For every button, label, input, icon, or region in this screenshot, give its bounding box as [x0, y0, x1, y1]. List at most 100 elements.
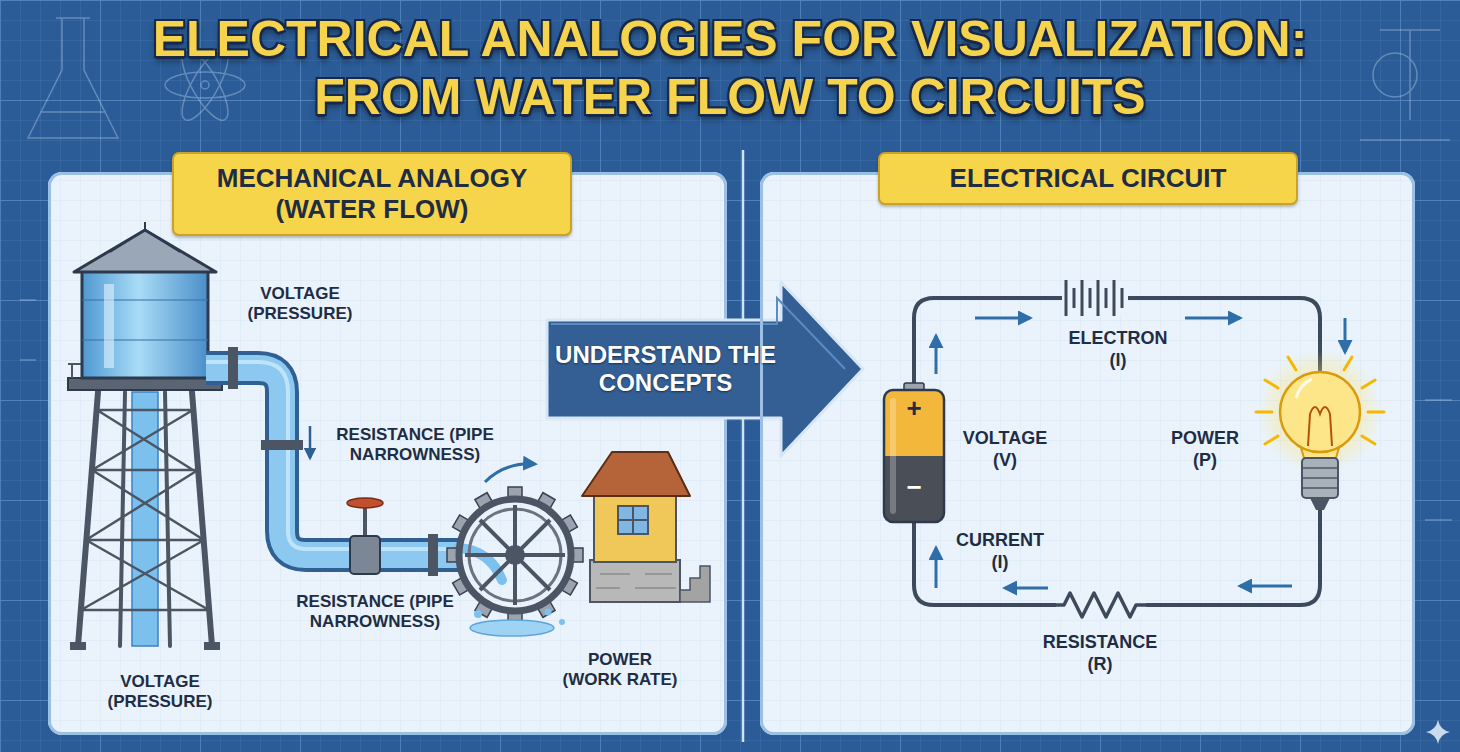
water-tower: [204, 642, 220, 650]
light-bulb: [1344, 357, 1352, 370]
valve: [350, 536, 380, 574]
callout-label: VOLTAGE (V): [955, 428, 1055, 471]
circuit-wire: [914, 298, 1320, 605]
current-arrow: [1240, 585, 1292, 588]
current-arrow: [936, 318, 1345, 588]
current-arrow: [1005, 587, 1048, 590]
panel-ground: [760, 172, 1415, 735]
light-bulb: [1302, 468, 1338, 488]
water-wheel: [470, 620, 554, 636]
background-sketch: [1360, 30, 1450, 140]
callout-label: POWER (P): [1165, 428, 1245, 471]
house: [590, 560, 680, 602]
water-tower: [74, 230, 216, 272]
water-tower: [104, 284, 114, 368]
light-bulb: [1258, 350, 1382, 474]
callout-label: ELECTRON (I): [1065, 328, 1171, 371]
battery-symbol: [884, 390, 944, 522]
light-bulb: [1288, 357, 1296, 370]
callout-label: VOLTAGE (PRESSURE): [235, 284, 365, 325]
title-banner: ELECTRICAL ANALOGIES FOR VISUALIZATION: …: [105, 10, 1355, 126]
battery-symbol: [890, 398, 896, 514]
panel-ground: [48, 172, 727, 735]
sparkle-mark: [1426, 720, 1450, 744]
water-tower: [68, 378, 222, 390]
panel-heading: MECHANICAL ANALOGY (WATER FLOW): [194, 163, 550, 225]
terminal-sign: +: [898, 395, 930, 421]
panel-ground: [48, 172, 1415, 735]
current-arrow: [935, 548, 938, 588]
light-bulb: [1362, 380, 1375, 388]
water-wheel: [485, 464, 535, 482]
valve: [347, 498, 383, 508]
callout-label: RESISTANCE (PIPE NARROWNESS): [325, 425, 505, 466]
water-pipe: [309, 426, 312, 458]
resistor-symbol: [1056, 592, 1146, 618]
resistor-symbol: [1056, 593, 1146, 617]
current-arrow: [975, 317, 1030, 320]
water-wheel: [545, 609, 552, 616]
light-bulb: [1308, 407, 1332, 446]
water-wheel: [559, 619, 565, 625]
callout-label: ELECTRON (I): [1065, 328, 1171, 371]
callout-label: VOLTAGE (PRESSURE): [235, 284, 365, 325]
panel-ground: [760, 172, 1415, 735]
light-bulb: [1368, 411, 1384, 414]
background-sketch: [40, 111, 106, 113]
coil-symbol: [1062, 282, 1128, 314]
house: [680, 566, 710, 602]
panel-heading: ELECTRICAL CIRCUIT: [900, 163, 1276, 194]
house: [618, 506, 648, 534]
house: [618, 506, 648, 534]
battery-symbol: [884, 383, 944, 522]
house: [582, 452, 710, 602]
diagram-title: ELECTRICAL ANALOGIES FOR VISUALIZATION: …: [105, 10, 1355, 126]
current-arrow: [935, 336, 938, 374]
water-wheel: [447, 487, 583, 623]
light-bulb: [1256, 350, 1384, 510]
water-tower: [132, 392, 158, 646]
light-bulb: [1302, 458, 1338, 498]
callout-label: RESISTANCE (R): [1038, 632, 1163, 675]
water-tower: [68, 222, 222, 650]
light-bulb: [1296, 379, 1312, 398]
concept-arrow: UNDERSTAND THE CONCEPTS: [545, 278, 866, 460]
water-tower: [81, 410, 209, 610]
heading-tab: MECHANICAL ANALOGY (WATER FLOW): [172, 152, 572, 236]
water-tower: [82, 270, 208, 378]
light-bulb: [1280, 372, 1360, 452]
water-tower: [70, 642, 86, 650]
light-bulb: [1310, 498, 1330, 510]
terminal-sign: −: [898, 474, 930, 500]
water-wheel: [465, 505, 565, 605]
callout-label: VOLTAGE (V): [955, 428, 1055, 471]
background-sketch: [165, 72, 245, 98]
light-bulb: [1265, 380, 1278, 388]
light-bulb: [1265, 436, 1278, 444]
valve: [347, 498, 383, 574]
callout-label: POWER (WORK RATE): [559, 650, 681, 691]
water-tower: [192, 392, 212, 646]
callout-label: VOLTAGE (PRESSURE): [95, 672, 225, 713]
background-sketch: [28, 18, 118, 138]
coil-symbol: [1062, 280, 1128, 316]
terminal-sign: +: [898, 395, 930, 421]
arrow-shape: [547, 282, 863, 456]
background-sketch: [201, 81, 209, 89]
water-pipe: [228, 347, 238, 389]
arrow-text-box: UNDERSTAND THE CONCEPTS: [553, 278, 778, 460]
water-wheel: [447, 464, 583, 636]
battery-symbol: [884, 390, 944, 522]
panel-divider: [742, 150, 745, 742]
callout-label: RESISTANCE (PIPE NARROWNESS): [325, 425, 505, 466]
water-pipe: [261, 440, 303, 450]
callout-label: CURRENT (I): [953, 530, 1048, 573]
callout-label: POWER (P): [1165, 428, 1245, 471]
callout-label: POWER (WORK RATE): [559, 650, 681, 691]
background-sketch: [1373, 53, 1417, 97]
current-arrow: [1344, 318, 1347, 352]
